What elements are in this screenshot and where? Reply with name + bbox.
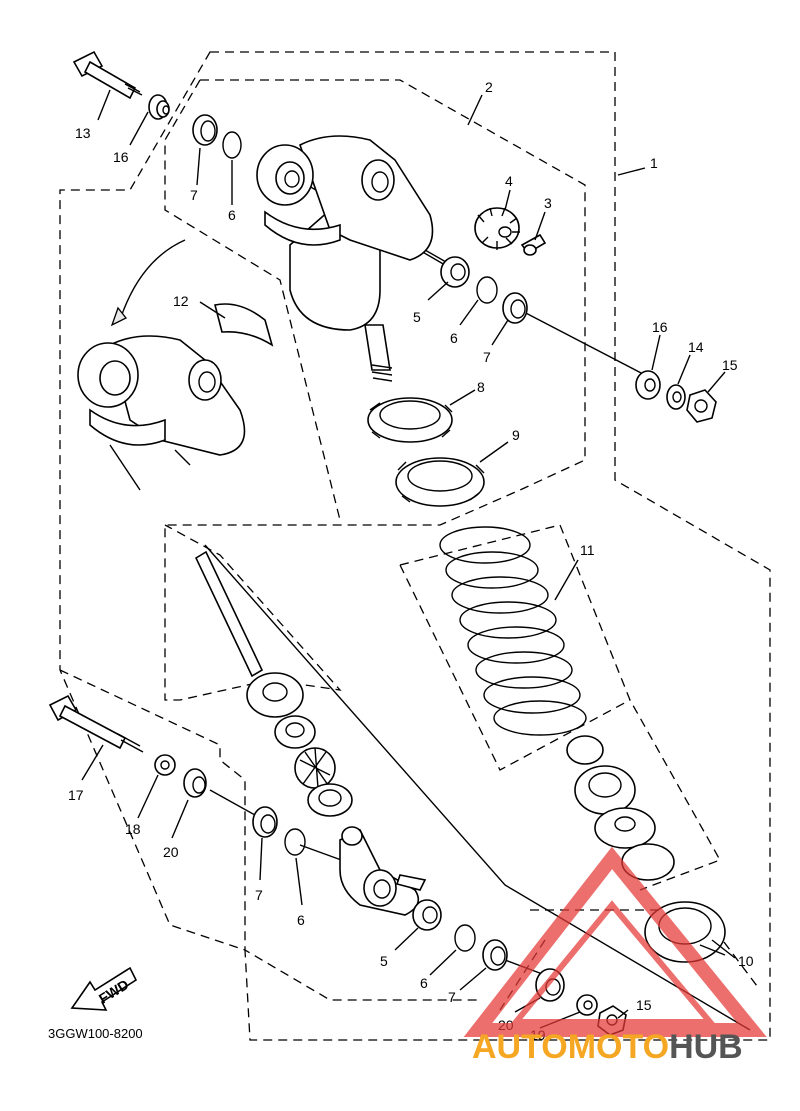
label-1: 1 <box>650 155 658 171</box>
bush-5-lower <box>412 899 442 931</box>
label-6-top: 6 <box>228 207 236 223</box>
label-13: 13 <box>75 125 91 141</box>
diagram-code: 3GGW100-8200 <box>48 1026 143 1041</box>
lower-clevis <box>339 826 427 916</box>
label-12: 12 <box>173 293 189 309</box>
watermark-part2: HUB <box>669 1028 743 1066</box>
circlip-6-bottom <box>454 924 476 952</box>
collar-16-right <box>635 370 661 400</box>
label-9: 9 <box>512 427 520 443</box>
center-bearing-stack <box>246 672 353 817</box>
label-18: 18 <box>125 821 141 837</box>
label-15-bottom: 15 <box>636 997 652 1013</box>
screw-3 <box>520 233 547 256</box>
callout-leaders <box>81 89 736 1029</box>
label-7-lower: 7 <box>255 887 263 903</box>
shock-inset-12 <box>77 239 274 491</box>
right-bearing-stack <box>566 735 675 881</box>
label-3: 3 <box>544 195 552 211</box>
bearing-7-top <box>192 114 218 146</box>
label-17: 17 <box>68 787 84 803</box>
washer-14 <box>666 384 686 410</box>
label-7-top: 7 <box>190 187 198 203</box>
bush-5-upper <box>440 256 470 288</box>
push-rod <box>194 550 264 678</box>
locknut-8 <box>367 397 453 443</box>
label-7-mid: 7 <box>483 349 491 365</box>
leader-lines <box>204 174 751 1031</box>
label-5-lower: 5 <box>380 953 388 969</box>
watermark-text: AUTOMOTOHUB <box>472 1028 743 1066</box>
circlip-6-lower <box>284 828 306 856</box>
shock-body-2 <box>256 135 434 382</box>
fwd-arrow-icon: FWD <box>70 966 138 1011</box>
assembly-boundary-1 <box>59 51 771 1041</box>
bearing-7-lower <box>252 806 278 838</box>
label-20-lower: 20 <box>163 844 179 860</box>
part-labels: 1 2 3 4 5 6 7 13 16 7 6 16 14 15 8 9 12 … <box>68 79 754 1043</box>
watermark-logo <box>463 846 767 1037</box>
spring-11 <box>439 526 587 736</box>
label-16-right: 16 <box>652 319 668 335</box>
nut-15-right <box>686 389 717 423</box>
label-10: 10 <box>738 953 754 969</box>
label-6-lower: 6 <box>297 912 305 928</box>
circlip-6-mid <box>476 276 498 304</box>
bearing-7-mid <box>502 292 528 324</box>
washer-19 <box>576 994 598 1016</box>
label-15-right: 15 <box>722 357 738 373</box>
label-8: 8 <box>477 379 485 395</box>
washer-18 <box>154 754 176 776</box>
label-14: 14 <box>688 339 704 355</box>
label-6-bottom: 6 <box>420 975 428 991</box>
label-16-top: 16 <box>113 149 129 165</box>
label-2: 2 <box>485 79 493 95</box>
label-6-mid: 6 <box>450 330 458 346</box>
label-5-upper: 5 <box>413 309 421 325</box>
adjuster-ring-9 <box>395 457 485 507</box>
label-7-bottom: 7 <box>448 989 456 1005</box>
collar-16-top <box>148 94 170 120</box>
bolt-13 <box>72 50 143 100</box>
bolt-17 <box>48 694 144 753</box>
circlip-6-top <box>222 131 242 159</box>
watermark-part1: AUTOMOTO <box>472 1028 669 1066</box>
label-11: 11 <box>580 542 595 558</box>
bearing-7-bottom <box>482 939 508 971</box>
label-4: 4 <box>505 173 513 189</box>
adjuster-4 <box>474 207 520 250</box>
collar-20-lower <box>183 768 207 798</box>
assembly-boundary-2 <box>164 79 586 701</box>
